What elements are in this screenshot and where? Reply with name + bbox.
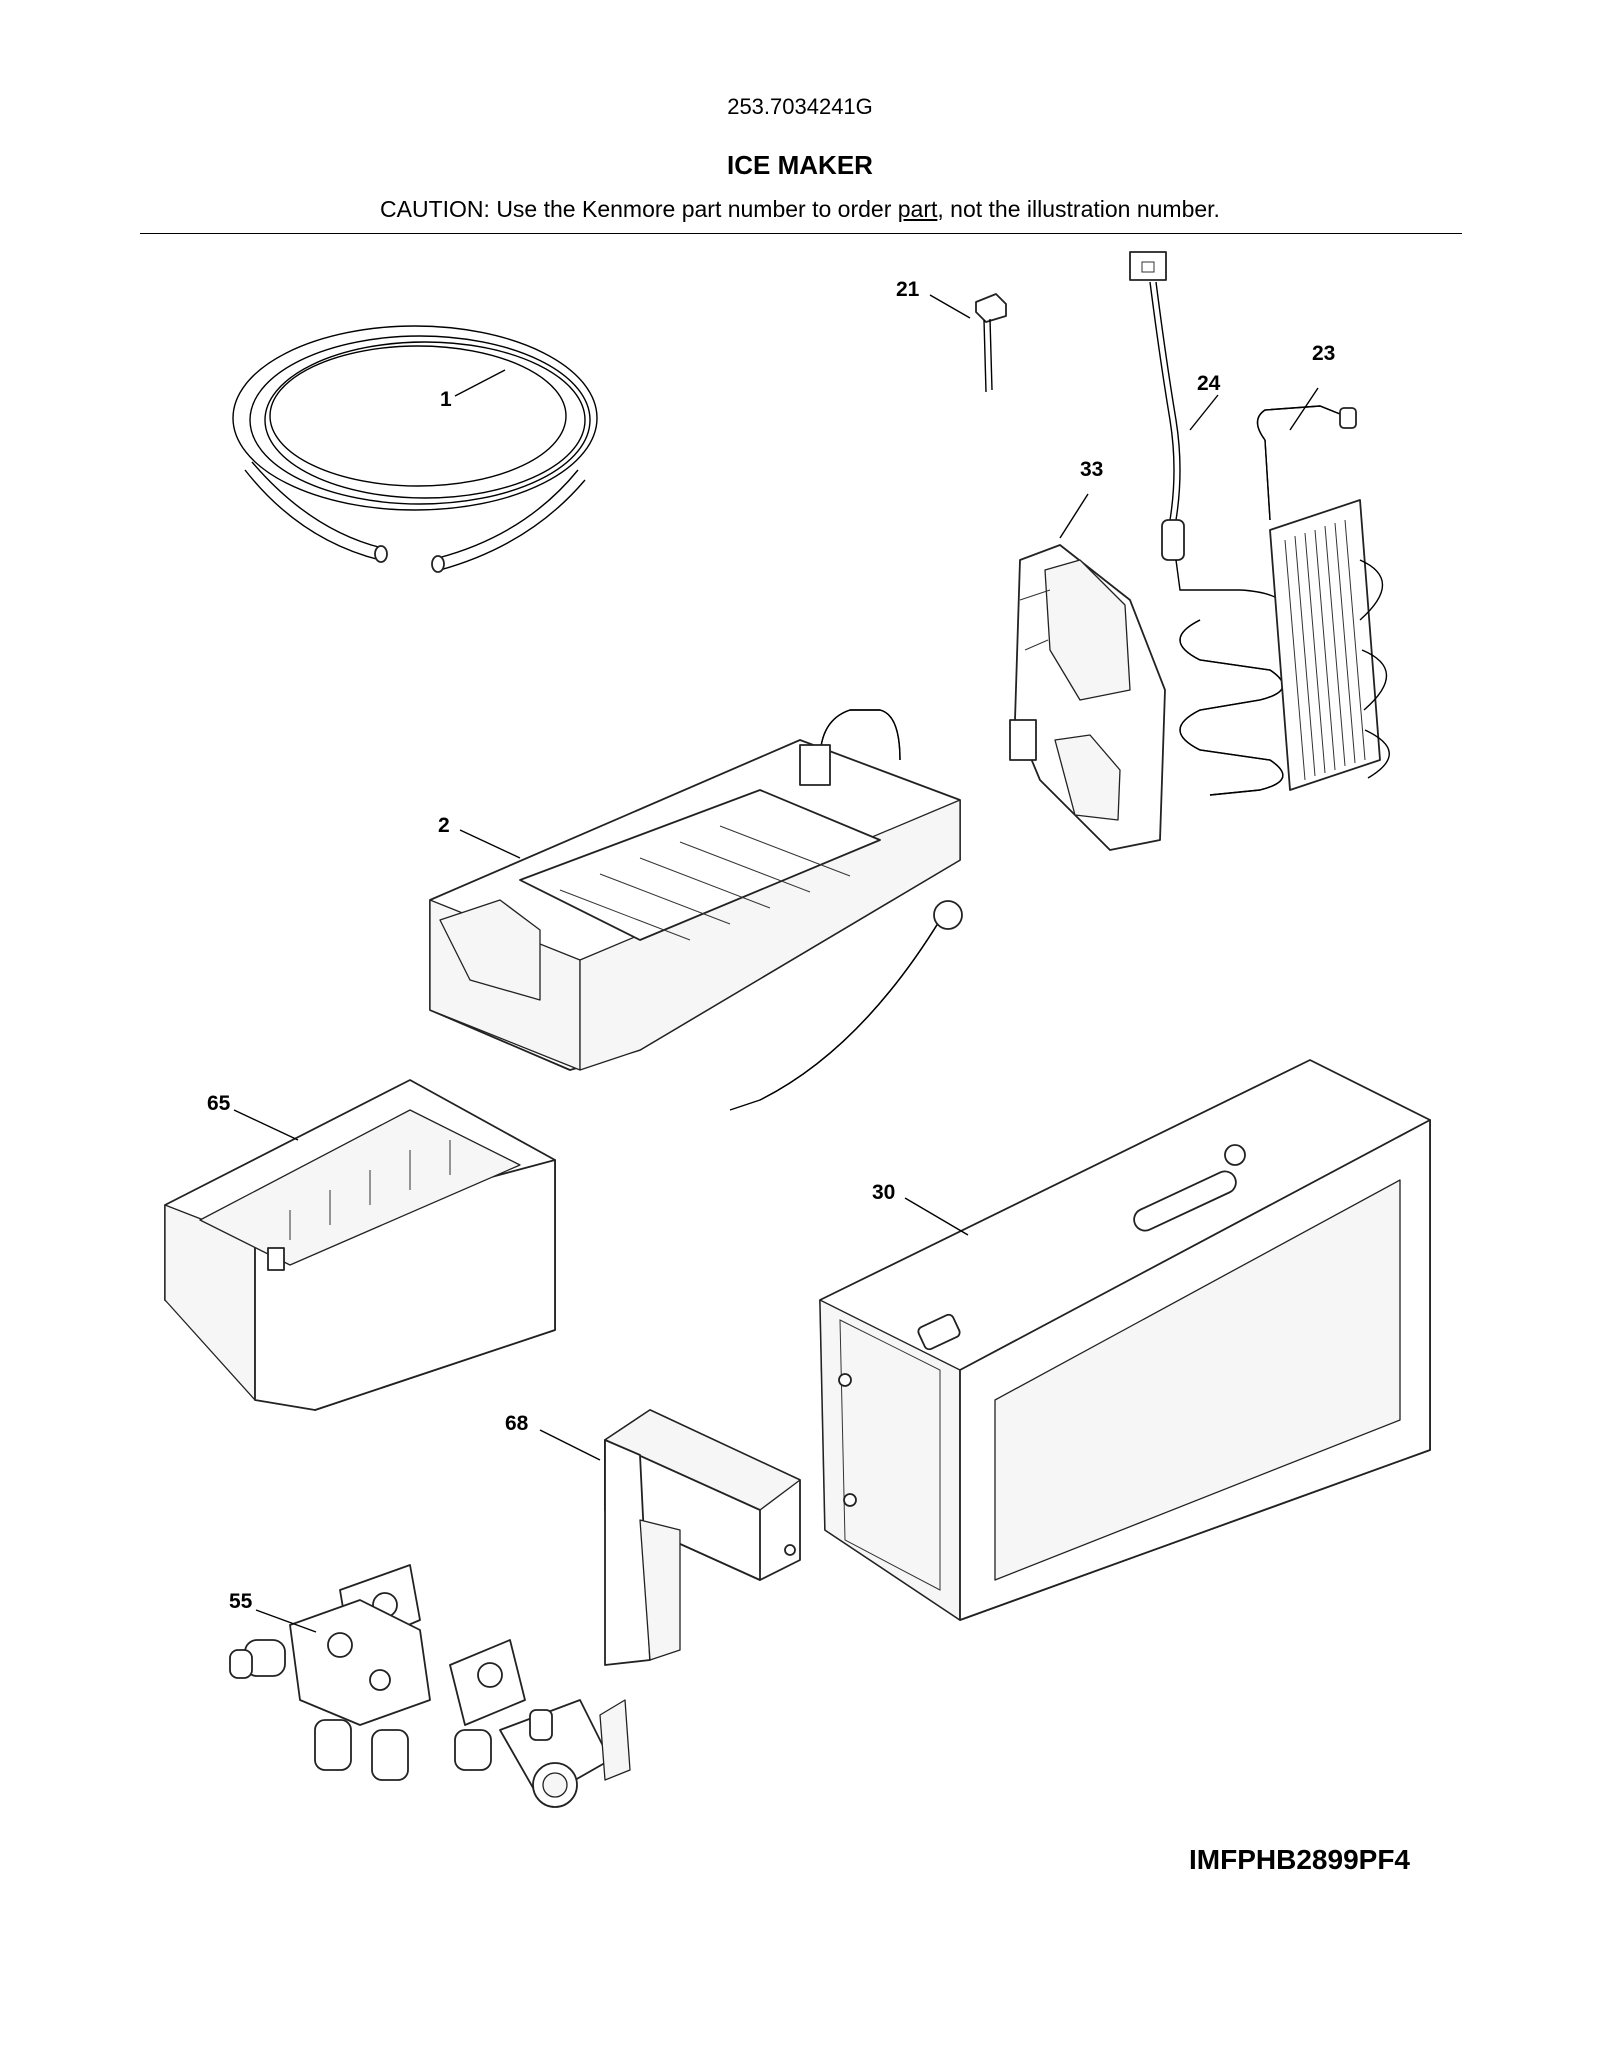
callout-33: 33 [1080,458,1103,481]
section-title: ICE MAKER [727,150,873,180]
part-1-water-tube [232,325,598,573]
leader-line-55 [255,1609,317,1633]
callout-30: 30 [872,1181,895,1204]
leader-line-21 [929,294,971,319]
callout-2: 2 [438,814,450,837]
caution-text-suffix: , not the illustration number. [937,196,1220,222]
leader-line-1 [454,369,506,397]
part-23-evaporator [1256,405,1390,791]
leader-line-65 [233,1109,299,1141]
caution-note: CAUTION: Use the Kenmore part number to … [0,196,1600,223]
part-21-connector [975,293,1007,393]
callout-55: 55 [229,1590,253,1613]
part-68-ice-chute-door [604,1409,801,1666]
part-30-ice-housing [819,1059,1431,1621]
callout-21: 21 [896,278,920,301]
leader-line-68 [539,1429,601,1461]
caution-text-underlined: part [897,196,938,222]
leader-line-2 [459,829,521,859]
callout-65: 65 [207,1092,231,1115]
part-33-shroud [1009,544,1166,851]
leader-line-24 [1189,394,1219,431]
diagram-reference-id: IMFPHB2899PF4 [1189,1844,1410,1875]
model-number: 253.7034241G [727,94,873,119]
part-55-water-valve [229,1564,631,1808]
callout-1: 1 [440,388,452,411]
callout-23: 23 [1312,342,1335,365]
callout-24: 24 [1197,372,1221,395]
leader-line-33 [1059,493,1089,539]
callout-68: 68 [505,1412,529,1435]
header-divider [140,233,1462,234]
part-2-ice-maker-assembly [429,709,963,1111]
part-24-heater-harness [1129,251,1291,796]
part-65-ice-bucket [164,1079,556,1411]
caution-text-prefix: CAUTION: Use the Kenmore part number to … [380,196,898,222]
leader-line-23 [1289,387,1319,431]
leader-line-30 [904,1197,969,1236]
